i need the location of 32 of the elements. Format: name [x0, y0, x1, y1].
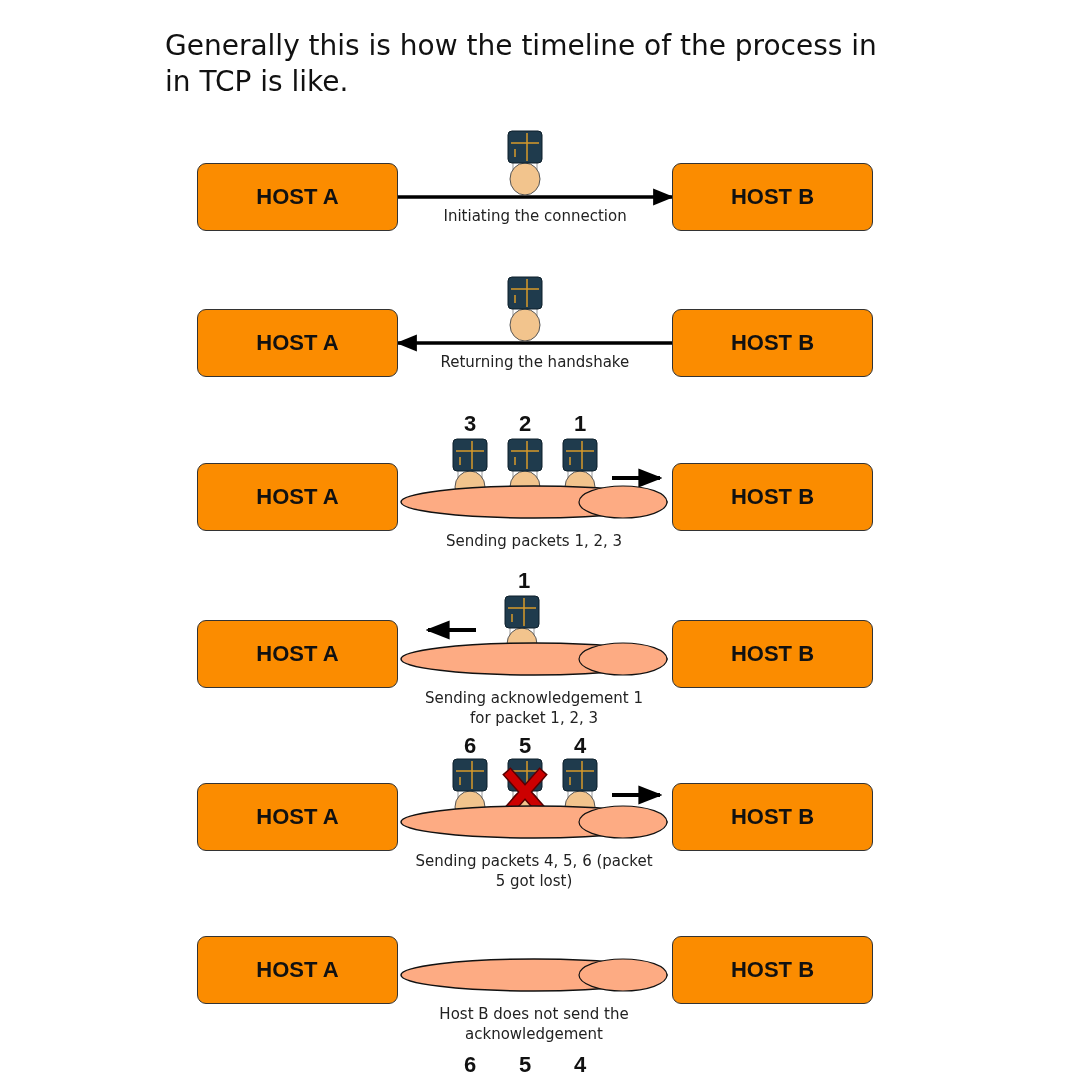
pipe-shape — [400, 805, 668, 839]
packet-number: 5 — [519, 1052, 532, 1078]
packet-number: 2 — [519, 411, 532, 437]
host-box: HOST B — [672, 783, 873, 851]
pipe-shape — [400, 958, 668, 992]
host-box: HOST A — [197, 936, 398, 1004]
packet-number: 6 — [464, 1052, 477, 1078]
packet-number: 3 — [464, 411, 477, 437]
pipe-shape — [400, 485, 668, 519]
host-box: HOST B — [672, 309, 873, 377]
host-box: HOST B — [672, 163, 873, 231]
host-box: HOST B — [672, 463, 873, 531]
pipe-shape — [400, 642, 668, 676]
caption-text: Sending acknowledgement 1 for packet 1, 2, 3 — [424, 688, 644, 728]
host-box: HOST B — [672, 620, 873, 688]
packet-number: 4 — [574, 1052, 587, 1078]
edge-label: Returning the handshake — [438, 353, 632, 371]
title-text: Generally this is how the timeline of the process in in TCP is like. — [165, 28, 878, 100]
caption-text: Host B does not send the acknowledgement — [438, 1004, 630, 1044]
host-box: HOST A — [197, 163, 398, 231]
packet-number: 4 — [574, 733, 587, 759]
caption-text: Sending packets 1, 2, 3 — [444, 531, 624, 551]
host-box: HOST A — [197, 783, 398, 851]
caption-text: Sending packets 4, 5, 6 (packet 5 got lost) — [414, 851, 654, 891]
packet-number: 5 — [519, 733, 532, 759]
packet-number: 1 — [574, 411, 587, 437]
packet-number: 1 — [518, 568, 531, 594]
host-box: HOST A — [197, 309, 398, 377]
host-box: HOST B — [672, 936, 873, 1004]
packet-number: 6 — [464, 733, 477, 759]
host-box: HOST A — [197, 620, 398, 688]
host-box: HOST A — [197, 463, 398, 531]
